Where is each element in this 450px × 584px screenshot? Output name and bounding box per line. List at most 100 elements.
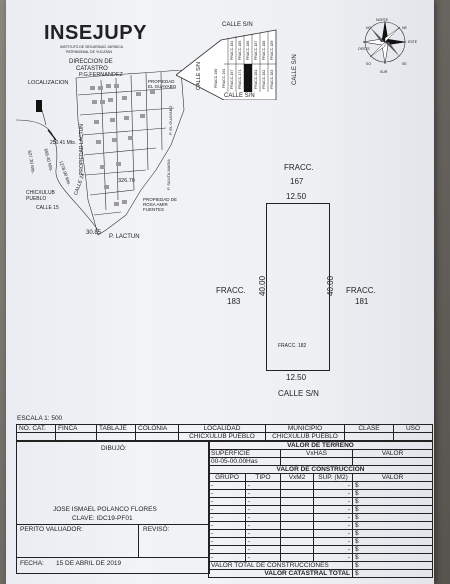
valuation-table: VALOR DE TERRENO SUPERFICIE VxHAS VALOR … xyxy=(208,441,433,578)
compass-nw: NO xyxy=(366,26,372,30)
compass-ne: NE xyxy=(402,26,407,30)
map-label-sta-maria: P. SANTA MARIA xyxy=(166,159,171,190)
cell-valor: $ xyxy=(352,513,433,522)
construction-row: ---$ xyxy=(208,513,433,522)
cell-no-cat xyxy=(16,432,56,441)
map-label-dist-5: 326.70 xyxy=(118,178,135,184)
tipo-header: TIPO xyxy=(245,473,281,482)
cell-valor: $ xyxy=(352,545,433,554)
construction-row: ---$ xyxy=(208,505,433,514)
map-label-prop-guayabo: PROPIEDAD EL GUAYABO xyxy=(148,79,177,89)
cell-vxm2 xyxy=(280,529,314,538)
inset-calle-bottom: CALLE S/N xyxy=(224,93,255,99)
cell-vxm2 xyxy=(280,521,314,530)
map-label-localizacion: LOCALIZACION xyxy=(28,80,69,86)
construction-row: ---$ xyxy=(208,545,433,554)
cell-tipo: - xyxy=(245,537,281,546)
dibujo-label: DIBUJÓ: xyxy=(101,445,127,452)
fecha-value: 15 DE ABRIL DE 2019 xyxy=(56,560,122,567)
cell-tablaje xyxy=(96,432,136,441)
cell-municipio: CHICXULUB PUEBLO xyxy=(265,432,345,441)
inset-lot-4: FRACC.181 xyxy=(254,69,258,89)
compass-n: NORTE xyxy=(376,18,389,22)
plot-top-neighbor-1: FRACC. xyxy=(284,163,314,172)
cell-grupo: - xyxy=(208,529,246,538)
lot-182-outline xyxy=(266,203,330,371)
plot-bottom-dim: 12.50 xyxy=(286,373,307,382)
inset-calle-right: CALLE S/N xyxy=(292,54,298,85)
plot-top-dim: 12.50 xyxy=(286,192,307,201)
construction-row: ---$ xyxy=(208,497,433,506)
cell-vxm2 xyxy=(280,545,314,554)
col-tablaje: TABLAJE xyxy=(96,424,136,433)
fecha-divider xyxy=(17,557,208,558)
construction-row: ---$ xyxy=(208,529,433,538)
cell-sup: - xyxy=(313,545,353,554)
inset-lot-7: FRACC.184 xyxy=(230,40,234,60)
cell-grupo: - xyxy=(208,553,246,562)
cell-sup: - xyxy=(313,505,353,514)
document-sheet: INSEJUPY INSTITUTO DE SEGURIDAD JURIDICA… xyxy=(6,0,434,584)
cell-grupo: - xyxy=(208,489,246,498)
plot-right-dim: 40.00 xyxy=(326,275,335,296)
valor-total-const-label: VALOR TOTAL DE CONSTRUCCIONES xyxy=(208,561,353,570)
cell-valor: $ xyxy=(352,489,433,498)
dept-line-1: DIRECCION DE xyxy=(69,59,113,65)
inset-lot-2: FRACC.171 xyxy=(238,69,242,89)
valor-terreno-value xyxy=(352,457,433,466)
compass-se: SE xyxy=(402,62,407,66)
compass-e: ESTE xyxy=(408,40,418,44)
grupo-header: GRUPO xyxy=(208,473,246,482)
cell-tipo: - xyxy=(245,529,281,538)
org-subtitle-1: INSTITUTO DE SEGURIDAD JURIDICA xyxy=(60,45,124,49)
cell-valor: $ xyxy=(352,537,433,546)
superficie-header: SUPERFICIE xyxy=(208,449,281,458)
col-uso: USO xyxy=(393,424,433,433)
map-label-chicxulub: CHICXULUB PUEBLO xyxy=(26,190,55,202)
cell-localidad: CHICXULUB PUEBLO xyxy=(178,432,266,441)
inset-lot-8: FRACC.185 xyxy=(238,40,242,60)
inset-lot-10: FRACC.187 xyxy=(254,40,258,60)
cell-valor: $ xyxy=(352,521,433,530)
cell-grupo: - xyxy=(208,481,246,490)
cell-grupo: - xyxy=(208,537,246,546)
compass-sw: SO xyxy=(366,62,372,66)
col-municipio: MUNICIPIO xyxy=(265,424,345,433)
inset-lot-14: FRACC.191 xyxy=(222,68,226,88)
inset-lot-1: FRACC.167 xyxy=(230,69,234,89)
cell-sup: - xyxy=(313,553,353,562)
cell-grupo: - xyxy=(208,545,246,554)
cell-vxm2 xyxy=(280,489,314,498)
construction-row: ---$ xyxy=(208,489,433,498)
plot-lot-label: FRACC. 182 xyxy=(278,343,307,349)
plot-left-dim: 40.00 xyxy=(258,275,267,296)
dept-line-2: CATASTRO xyxy=(76,66,108,72)
vxhas-header: VxHAS xyxy=(280,449,353,458)
compass-s: SUR xyxy=(380,70,388,74)
inset-lot-3: FRACC.176 xyxy=(246,69,250,89)
cell-tipo: - xyxy=(245,505,281,514)
cell-grupo: - xyxy=(208,497,246,506)
cell-vxm2 xyxy=(280,497,314,506)
plot-top-neighbor-2: 167 xyxy=(290,177,304,186)
col-finca: FINCA xyxy=(55,424,97,433)
cell-tipo: - xyxy=(245,497,281,506)
construction-row: ---$ xyxy=(208,521,433,530)
fecha-label: FECHA: xyxy=(20,560,44,567)
cell-valor: $ xyxy=(352,505,433,514)
map-label-prop-rosa: PROPIEDAD DE ROSA AMIR FUENTES xyxy=(143,197,178,212)
cell-sup: - xyxy=(313,489,353,498)
cell-valor: $ xyxy=(352,553,433,562)
inset-lot-12: FRACC.189 xyxy=(270,40,274,60)
cell-finca xyxy=(55,432,97,441)
col-clase: CLASE xyxy=(344,424,394,433)
map-label-calle-15: CALLE 15 xyxy=(36,205,59,211)
cell-vxm2 xyxy=(280,505,314,514)
cell-vxm2 xyxy=(280,553,314,562)
reviso-label: REVISÓ: xyxy=(143,526,170,533)
inset-lot-6: FRACC.183 xyxy=(270,69,274,89)
construction-row: ---$ xyxy=(208,537,433,546)
cell-tipo: - xyxy=(245,489,281,498)
inset-calle-left: CALLE S/N xyxy=(196,61,202,90)
compass-w: OESTE xyxy=(358,47,370,51)
